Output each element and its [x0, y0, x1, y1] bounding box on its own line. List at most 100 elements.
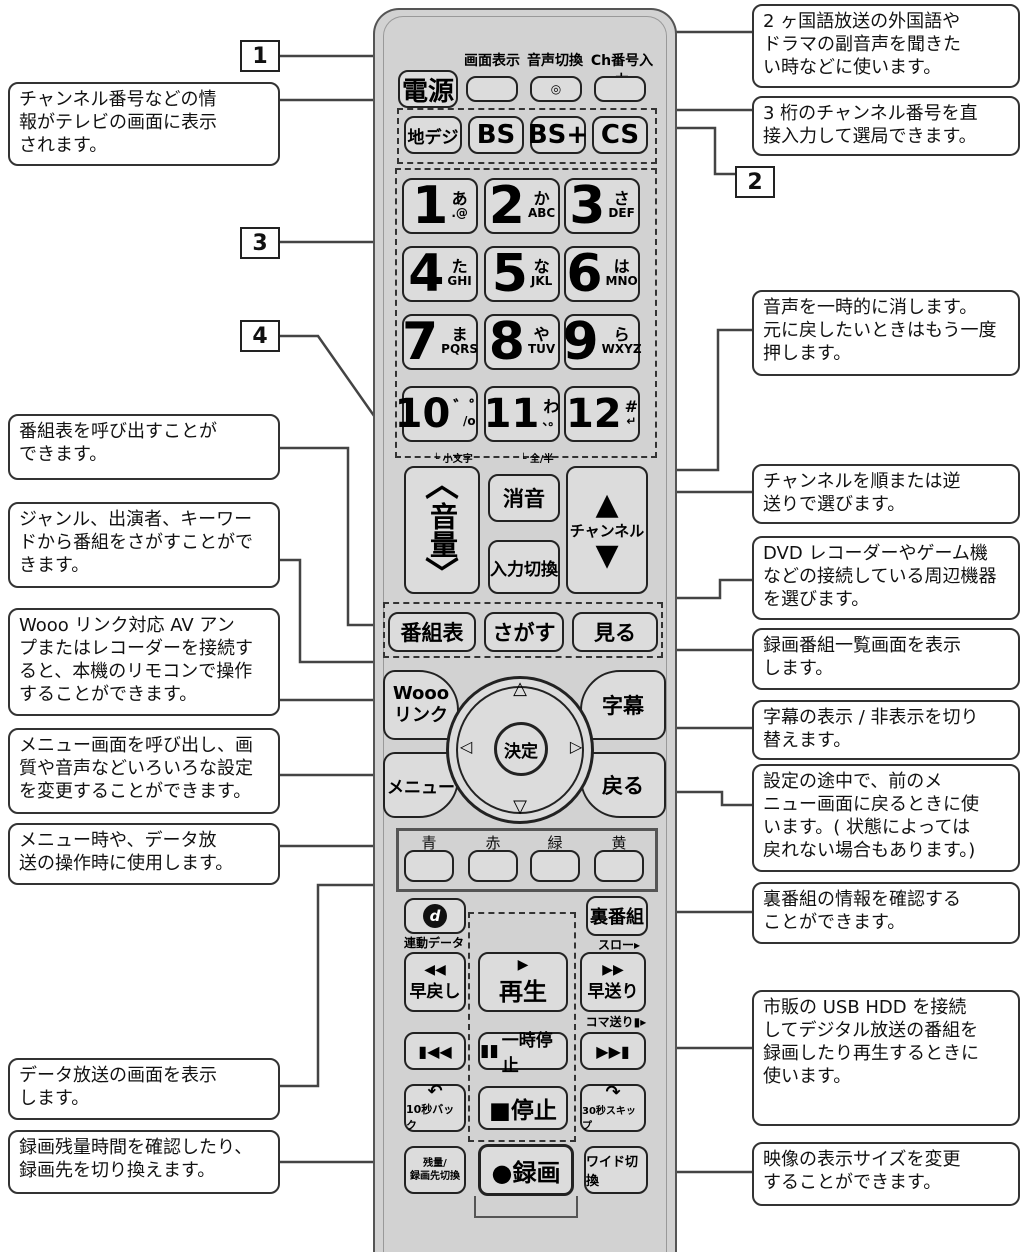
record-button-base: [474, 1196, 578, 1218]
num-11-digit: 11: [483, 391, 540, 437]
next-button[interactable]: ▶▶▮: [580, 1032, 646, 1070]
subtitle-button[interactable]: 字幕: [580, 670, 666, 740]
callout-menu: メニュー画面を呼び出し、画 質や音声などいろいろな設定 を変更することができます…: [8, 728, 280, 814]
frame-advance-label: コマ送り▮▸: [585, 1015, 647, 1029]
wide-switch-button[interactable]: ワイド切換: [584, 1146, 648, 1194]
bsplus-button[interactable]: BS+: [528, 116, 588, 154]
view-button[interactable]: 見る: [572, 612, 658, 652]
record-button[interactable]: ●録画: [478, 1144, 574, 1196]
num-12-kana: #: [624, 397, 639, 416]
channel-button[interactable]: ▲ チャンネル ▼: [566, 466, 648, 594]
rec-remain-button[interactable]: 残量/ 録画先切換: [404, 1146, 466, 1194]
callout-view-list: 録画番組一覧画面を表示 します。: [752, 628, 1020, 690]
callout-usb-hdd: 市販の USB HDD を接続 してデジタル放送の番組を 録画したり再生するとき…: [752, 990, 1020, 1126]
num-3-digit: 3: [569, 176, 606, 236]
num-12-digit: 12: [565, 391, 622, 437]
ura-program-button[interactable]: 裏番組: [586, 896, 648, 936]
play-button[interactable]: ▶ 再生: [478, 952, 568, 1012]
search-button[interactable]: さがす: [484, 612, 564, 652]
pause-button[interactable]: ▮▮ 一時停止: [478, 1031, 568, 1076]
prev-button[interactable]: ▮◀◀: [404, 1032, 466, 1070]
num-9-alpha: WXYZ: [601, 342, 642, 356]
back-label: 戻る: [602, 774, 644, 798]
num-7-kana: ま: [451, 325, 468, 344]
ok-button[interactable]: 決定: [494, 722, 548, 776]
cs-button[interactable]: CS: [592, 116, 648, 154]
power-button[interactable]: 電源: [398, 70, 458, 108]
audio-switch-button[interactable]: ◎: [530, 76, 582, 102]
data-button[interactable]: d: [404, 898, 466, 934]
green-button[interactable]: [530, 850, 580, 882]
band-group-box: [397, 108, 657, 164]
num-10-button[interactable]: 10゛゜/o: [395, 386, 485, 442]
display-button[interactable]: [466, 76, 518, 102]
num-5-kana: な: [533, 257, 550, 276]
num-4-alpha: GHI: [447, 274, 472, 288]
num-3-kana: さ: [613, 189, 630, 208]
channel-down-icon: ▼: [595, 537, 619, 573]
stop-button[interactable]: ■停止: [478, 1086, 568, 1130]
data-label: 連動データ: [403, 936, 464, 950]
mute-button[interactable]: 消音: [488, 474, 560, 522]
dpad-down-icon[interactable]: ▽: [513, 796, 527, 817]
rewind-button[interactable]: ◀◀ 早戻し: [404, 952, 466, 1012]
pause-icon: ▮▮: [480, 1041, 499, 1061]
dpad-up-icon[interactable]: △: [513, 678, 527, 699]
prev-icon: ▮◀◀: [418, 1041, 452, 1061]
volume-button[interactable]: ︿ 音量 ﹀: [404, 466, 480, 594]
callout-guide: 番組表を呼び出すことが できます。: [8, 414, 280, 480]
back-button[interactable]: 戻る: [580, 752, 666, 818]
callout-ura-program: 裏番組の情報を確認する ことができます。: [752, 882, 1020, 944]
data-d-icon: d: [423, 904, 447, 928]
dpad-left-icon[interactable]: ◁: [459, 737, 473, 756]
fullhalf-label: └ 全/半: [520, 454, 554, 465]
color-button-group-box: [396, 828, 658, 892]
num-12-button[interactable]: 12#↵: [564, 386, 640, 442]
num-5-alpha: JKL: [530, 274, 553, 288]
fast-forward-button[interactable]: ▶▶ 早送り: [580, 952, 646, 1012]
ura-program-label: 裏番組: [590, 907, 644, 928]
wide-switch-label: ワイド切換: [586, 1155, 639, 1189]
skip-forward-button[interactable]: ↷ 30秒スキップ: [580, 1084, 646, 1132]
skip-back-button[interactable]: ↶ 10秒バック: [404, 1083, 466, 1132]
num-6-kana: は: [613, 257, 630, 276]
num-11-sublabels: わ、。: [542, 399, 560, 429]
skip-forward-icon: ↷: [605, 1082, 621, 1103]
wooo-link-button[interactable]: Wooo リンク: [383, 670, 459, 740]
bs-button[interactable]: BS: [468, 116, 524, 154]
ch-input-button[interactable]: [594, 76, 646, 102]
dpad-right-icon[interactable]: ▷: [569, 737, 583, 756]
terrestrial-button[interactable]: 地デジ: [404, 116, 462, 154]
blue-button[interactable]: [404, 850, 454, 882]
red-button[interactable]: [468, 850, 518, 882]
callout-data-broadcast: データ放送の画面を表示 します。: [8, 1058, 280, 1120]
num-2-digit: 2: [488, 176, 525, 236]
num-2-kana: か: [533, 189, 550, 208]
power-button-label: 電源: [401, 76, 454, 107]
channel-label: チャンネル: [569, 521, 645, 540]
num-12-alpha: ↵: [626, 414, 637, 428]
input-switch-button[interactable]: 入力切換: [488, 540, 560, 594]
num-3-alpha: DEF: [608, 206, 635, 220]
num-8-kana: や: [533, 325, 550, 344]
callout-back: 設定の途中で、前のメ ニュー画面に戻るときに使 います。( 状態によっては 戻れ…: [752, 764, 1020, 872]
guide-button[interactable]: 番組表: [388, 612, 476, 652]
yellow-button[interactable]: [594, 850, 644, 882]
next-icon: ▶▶▮: [596, 1041, 630, 1061]
num-10-alpha: /o: [463, 414, 476, 428]
callout-recording-remain: 録画残量時間を確認したり、 録画先を切り換えます。: [8, 1130, 280, 1194]
search-label: さがす: [492, 621, 556, 645]
